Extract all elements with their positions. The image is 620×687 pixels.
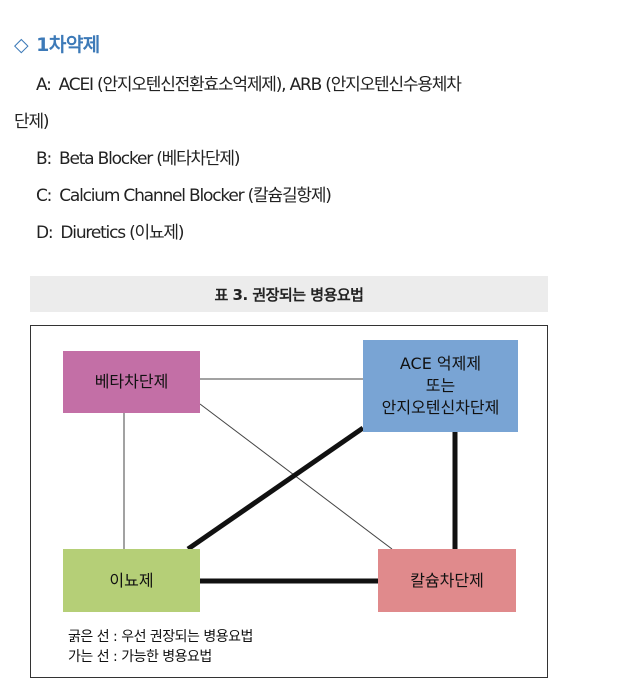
section-heading: ◇ 1차약제	[14, 30, 100, 57]
list-item-text: Diuretics (이뇨제)	[60, 223, 184, 243]
list-item-text: Calcium Channel Blocker (칼슘길항제)	[59, 186, 332, 206]
legend-thin: 가는 선 : 가능한 병용요법	[68, 649, 212, 665]
diamond-icon: ◇	[14, 34, 29, 56]
diagram-frame	[30, 325, 548, 678]
section-title: 1차약제	[36, 34, 100, 56]
node-label: 이뇨제	[109, 570, 154, 590]
edge-ace-diuretic	[186, 425, 365, 552]
list-item-a: A: ACEI (안지오텐신전환효소억제제), ARB (안지오텐신수용체차	[36, 70, 462, 95]
list-item-key: C:	[36, 186, 52, 206]
list-item-text: 단제)	[14, 112, 50, 132]
node-calcium-blocker: 칼슘차단제	[378, 549, 516, 612]
list-item-d: D: Diuretics (이뇨제)	[36, 218, 184, 243]
list-item-key: A:	[36, 75, 52, 95]
node-label: 베타차단제	[94, 372, 169, 391]
list-item-b: B: Beta Blocker (베타차단제)	[36, 144, 241, 169]
node-label: 칼슘차단제	[410, 570, 484, 590]
legend-thick: 굵은 선 : 우선 권장되는 병용요법	[68, 629, 253, 645]
list-item-key: D:	[36, 223, 54, 243]
list-item-text: Beta Blocker (베타차단제)	[59, 149, 241, 169]
node-ace-inhibitor: ACE 억제제 또는 안지오텐신차단제	[363, 340, 518, 432]
list-item-c: C: Calcium Channel Blocker (칼슘길항제)	[36, 181, 332, 206]
node-beta-blocker: 베타차단제	[63, 351, 200, 413]
list-item-text: ACEI (안지오텐신전환효소억제제), ARB (안지오텐신수용체차	[58, 75, 462, 95]
list-item-a-continued: 단제)	[14, 107, 50, 132]
node-diuretic: 이뇨제	[63, 549, 200, 612]
node-label: ACE 억제제 또는 안지오텐신차단제	[381, 354, 500, 417]
figure-caption: 표 3. 권장되는 병용요법	[214, 286, 364, 304]
list-item-key: B:	[36, 149, 52, 169]
figure-caption-bar: 표 3. 권장되는 병용요법	[30, 276, 548, 312]
